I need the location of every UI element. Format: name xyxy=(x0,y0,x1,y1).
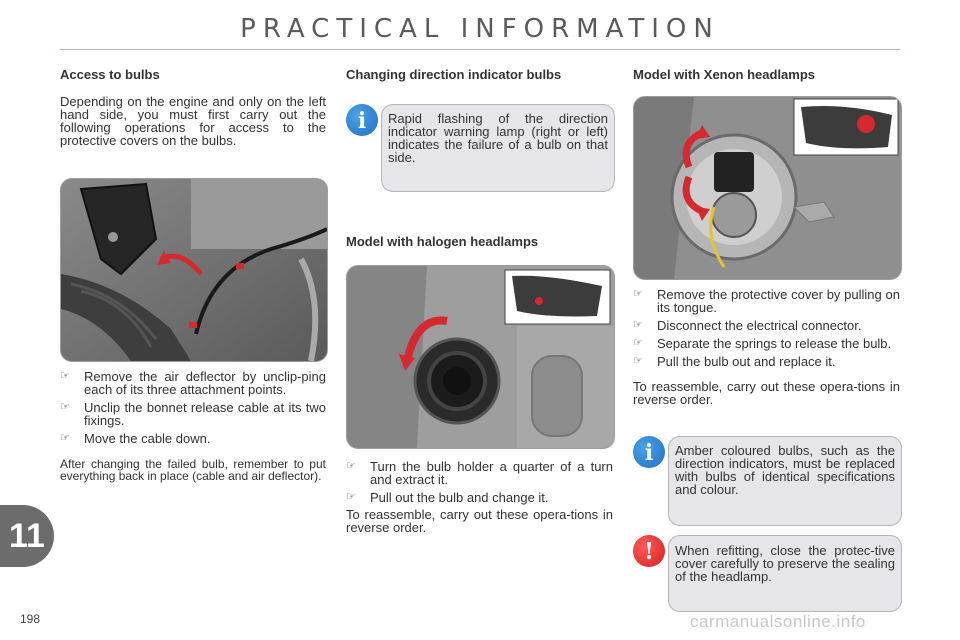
xenon-steps-list: ☞ Remove the protective cover by pulling … xyxy=(633,288,900,373)
list-item: ☞ Move the cable down. xyxy=(60,432,326,445)
warning-box-text: When refitting, close the protec-tive co… xyxy=(675,543,895,584)
amber-bulbs-info-box: Amber coloured bulbs, such as the direct… xyxy=(668,436,902,526)
watermark: carmanualsonline.info xyxy=(690,612,866,631)
pointing-hand-icon: ☞ xyxy=(633,319,643,331)
list-item: ☞ Disconnect the electrical connector. xyxy=(633,319,900,332)
step-text: Turn the bulb holder a quarter of a turn… xyxy=(370,459,613,487)
step-text: Remove the protective cover by pulling o… xyxy=(657,287,900,315)
access-after-text: After changing the failed bulb, remember… xyxy=(60,457,326,483)
page-title: PRACTICAL INFORMATION xyxy=(240,14,720,44)
refitting-warning-box: When refitting, close the protec-tive co… xyxy=(668,535,902,612)
step-text: Move the cable down. xyxy=(84,431,211,446)
access-steps-list: ☞ Remove the air deflector by unclip-ping… xyxy=(60,370,326,450)
halogen-heading: Model with halogen headlamps xyxy=(346,234,539,249)
access-intro-text: Depending on the engine and only on the … xyxy=(60,94,326,148)
halogen-after-text: To reassemble, carry out these opera-tio… xyxy=(346,507,613,535)
list-item: ☞ Turn the bulb holder a quarter of a tur… xyxy=(346,460,613,486)
engine-bay-photo xyxy=(60,178,328,362)
info-icon: i xyxy=(346,104,378,136)
direction-indicator-heading: Changing direction indicator bulbs xyxy=(346,67,562,82)
pointing-hand-icon: ☞ xyxy=(633,288,643,300)
xenon-heading: Model with Xenon headlamps xyxy=(633,67,816,82)
pointing-hand-icon: ☞ xyxy=(346,460,356,472)
pointing-hand-icon: ☞ xyxy=(60,370,70,382)
step-text: Remove the air deflector by unclip-ping … xyxy=(84,369,326,397)
xenon-headlamp-illustration xyxy=(634,97,901,279)
info-icon: i xyxy=(633,436,665,468)
title-rule xyxy=(60,49,900,50)
list-item: ☞ Pull out the bulb and change it. xyxy=(346,491,613,504)
page-number: 198 xyxy=(20,612,41,626)
pointing-hand-icon: ☞ xyxy=(346,491,356,503)
halogen-headlamp-illustration xyxy=(347,266,614,448)
pointing-hand-icon: ☞ xyxy=(60,432,70,444)
list-item: ☞ Remove the air deflector by unclip-ping… xyxy=(60,370,326,396)
step-text: Pull out the bulb and change it. xyxy=(370,490,549,505)
list-item: ☞ Remove the protective cover by pulling … xyxy=(633,288,900,314)
list-item: ☞ Separate the springs to release the bul… xyxy=(633,337,900,350)
info-box-text: Amber coloured bulbs, such as the direct… xyxy=(675,443,895,497)
engine-bay-illustration xyxy=(61,179,327,361)
step-text: Disconnect the electrical connector. xyxy=(657,318,862,333)
direction-indicator-info-box: Rapid flashing of the direction indicato… xyxy=(381,104,615,192)
pointing-hand-icon: ☞ xyxy=(633,337,643,349)
xenon-headlamp-photo xyxy=(633,96,902,280)
pointing-hand-icon: ☞ xyxy=(633,355,643,367)
xenon-after-text: To reassemble, carry out these opera-tio… xyxy=(633,379,900,407)
halogen-headlamp-photo xyxy=(346,265,615,449)
info-box-text: Rapid flashing of the direction indicato… xyxy=(388,111,608,165)
step-text: Pull the bulb out and replace it. xyxy=(657,354,836,369)
step-text: Unclip the bonnet release cable at its t… xyxy=(84,400,326,428)
halogen-steps-list: ☞ Turn the bulb holder a quarter of a tur… xyxy=(346,460,613,509)
chapter-tab: 11 xyxy=(0,505,54,567)
access-to-bulbs-heading: Access to bulbs xyxy=(60,67,160,82)
step-text: Separate the springs to release the bulb… xyxy=(657,336,892,351)
pointing-hand-icon: ☞ xyxy=(60,401,70,413)
warning-icon: ! xyxy=(633,535,665,567)
list-item: ☞ Unclip the bonnet release cable at its … xyxy=(60,401,326,427)
list-item: ☞ Pull the bulb out and replace it. xyxy=(633,355,900,368)
